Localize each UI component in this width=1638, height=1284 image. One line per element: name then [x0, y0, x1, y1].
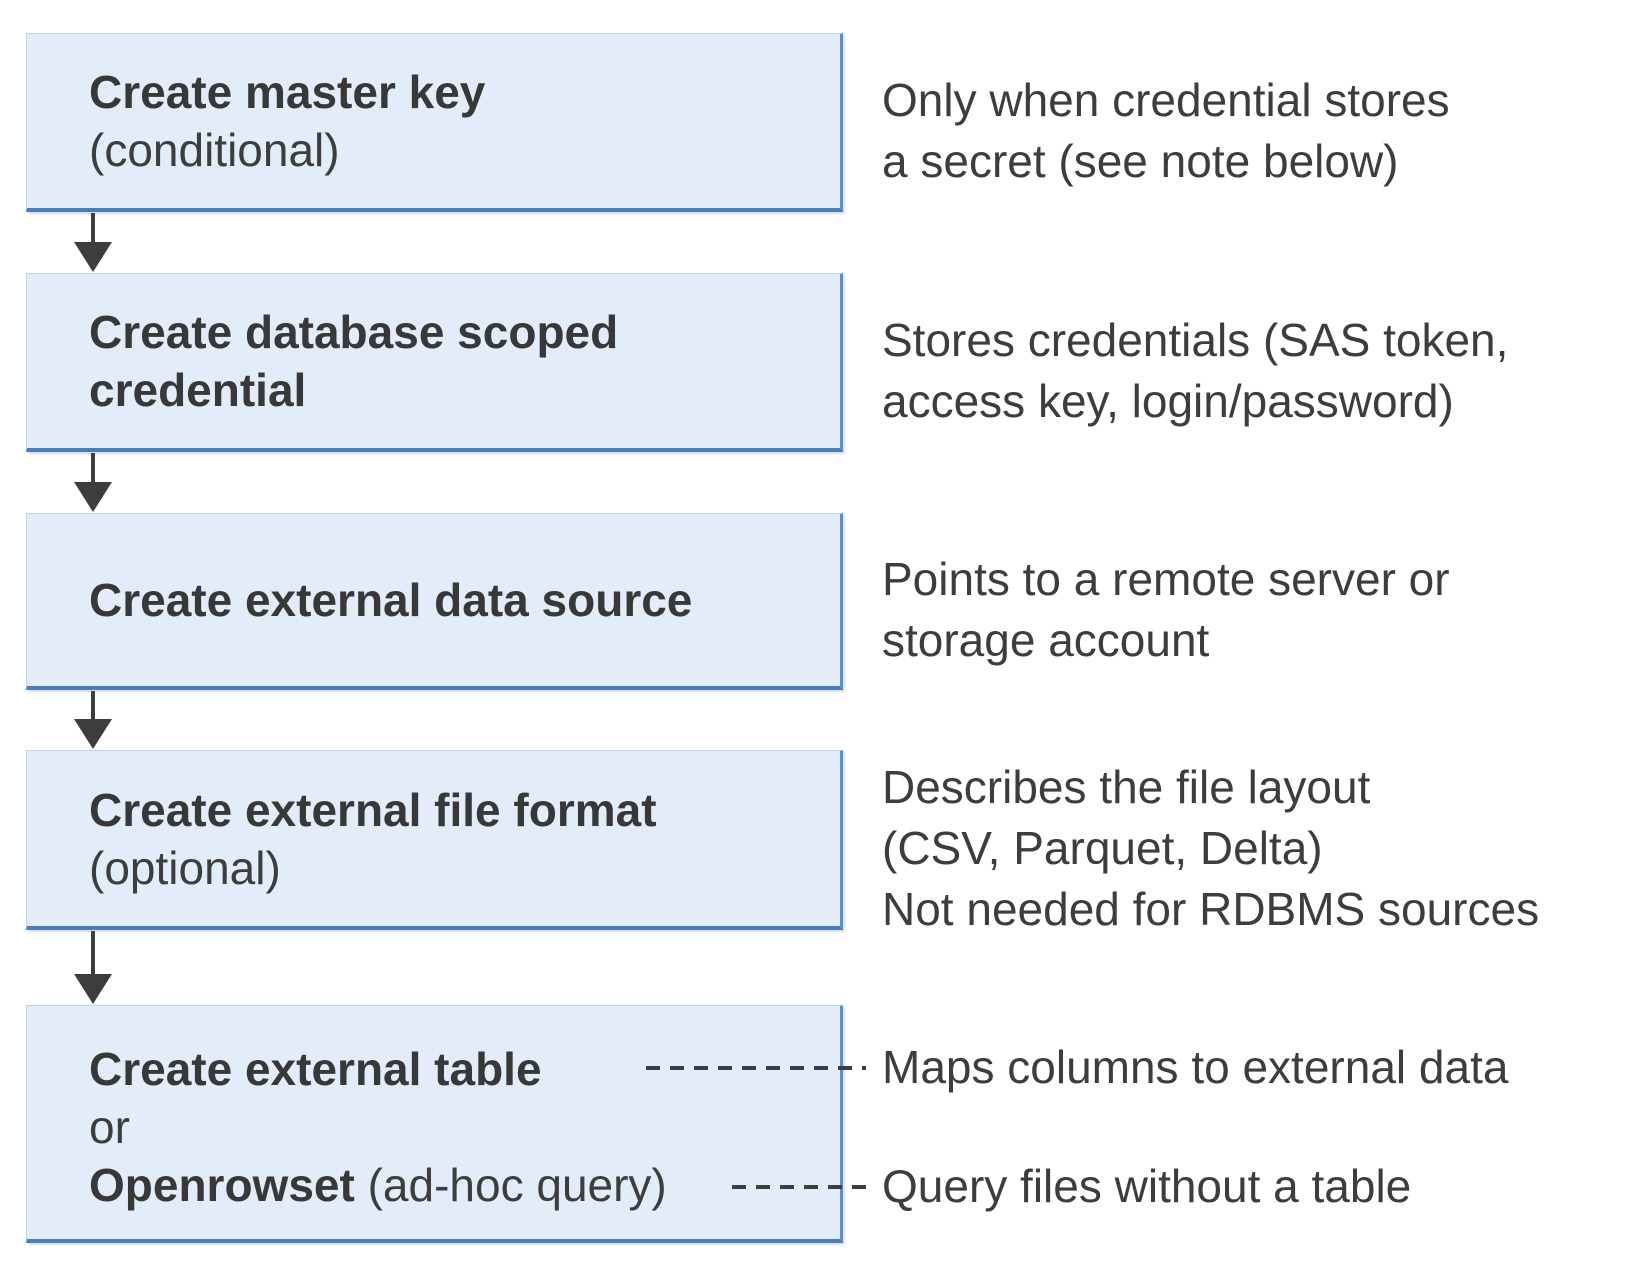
- alt-step-line: Openrowset (ad-hoc query): [89, 1156, 820, 1214]
- arrow-head: [74, 719, 112, 749]
- step-box-external-data-source: Create external data source: [26, 513, 843, 690]
- alt-step-title: Openrowset: [89, 1158, 355, 1211]
- step-box-database-scoped-credential: Create database scoped credential: [26, 273, 843, 452]
- arrow-head: [74, 242, 112, 272]
- alt-step-suffix: (ad-hoc query): [354, 1158, 667, 1211]
- step-box-create-master-key: Create master key (conditional): [26, 33, 843, 212]
- note-master-key: Only when credential stores a secret (se…: [882, 74, 1450, 187]
- step-box-external-file-format: Create external file format (optional): [26, 750, 843, 930]
- arrow-stem: [91, 453, 95, 484]
- note-external-file-format: Describes the file layout (CSV, Parquet,…: [882, 761, 1540, 935]
- step-title: Create database scoped credential: [89, 306, 619, 416]
- arrow-stem: [91, 213, 95, 244]
- flow-arrow-down-icon: [74, 213, 112, 272]
- arrow-head: [74, 482, 112, 512]
- note-external-data-source: Points to a remote server or storage acc…: [882, 553, 1450, 666]
- arrow-head: [74, 974, 112, 1004]
- step-title: Create external table: [89, 1042, 542, 1095]
- step-subtitle: (conditional): [89, 124, 340, 176]
- step-subtitle: (optional): [89, 841, 281, 894]
- step-title: Create master key: [89, 66, 486, 118]
- arrow-stem: [91, 931, 95, 976]
- step-title: Create external data source: [89, 574, 693, 626]
- note-database-scoped-credential: Stores credentials (SAS token, access ke…: [882, 314, 1509, 427]
- dashed-connector-openrowset: [732, 1185, 866, 1189]
- arrow-stem: [91, 691, 95, 721]
- step-box-external-table-or-openrowset: Create external table or Openrowset (ad-…: [26, 1005, 843, 1243]
- flow-arrow-down-icon: [74, 453, 112, 512]
- dashed-connector-external-table: [646, 1066, 866, 1070]
- flow-arrow-down-icon: [74, 931, 112, 1004]
- note-openrowset: Query files without a table: [882, 1160, 1412, 1212]
- or-label: or: [89, 1100, 130, 1153]
- note-external-table: Maps columns to external data: [882, 1041, 1509, 1093]
- step-title: Create external file format: [89, 783, 657, 836]
- flow-arrow-down-icon: [74, 691, 112, 749]
